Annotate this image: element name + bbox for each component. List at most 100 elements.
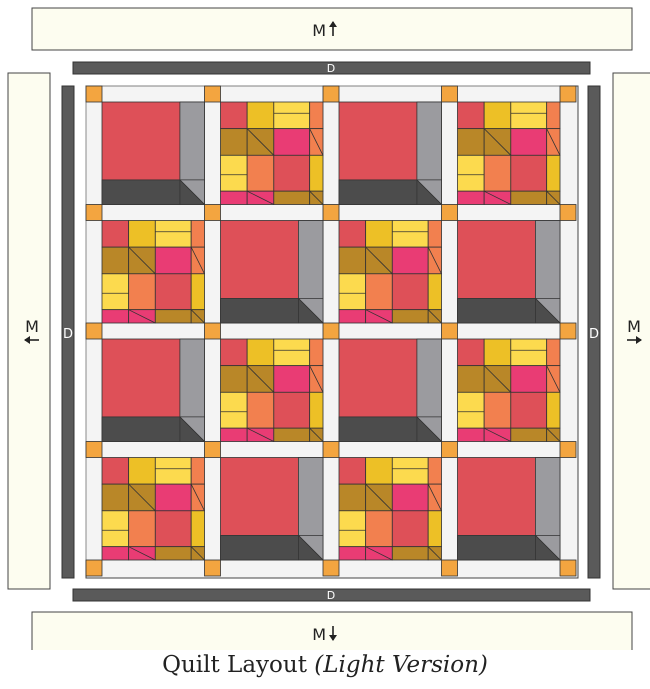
- caption: Quilt Layout (Light Version): [0, 652, 650, 678]
- corner-dark-triangle: [179, 178, 206, 205]
- right-border-label: M: [627, 317, 641, 336]
- patch: [101, 273, 130, 311]
- cornerstone: [204, 441, 221, 458]
- diagonal-seam: [365, 309, 393, 324]
- block-b: [457, 338, 561, 442]
- cornerstone: [204, 85, 221, 103]
- charcoal-strip: [101, 416, 181, 442]
- patch: [273, 391, 311, 429]
- diagonal-seam: [246, 427, 274, 442]
- patch: [427, 510, 442, 548]
- patch: [220, 427, 248, 442]
- bottom-strip-label: D: [327, 589, 335, 602]
- cornerstone: [441, 204, 458, 221]
- patch: [101, 309, 130, 324]
- block-b: [220, 338, 324, 442]
- gray-strip: [179, 101, 205, 181]
- diagonal-seam: [246, 128, 275, 156]
- charcoal-strip: [457, 297, 536, 324]
- top-strip: D: [72, 61, 591, 75]
- cornerstone: [322, 441, 340, 458]
- patch: [338, 546, 367, 561]
- patch: [338, 220, 367, 248]
- patch: [338, 510, 367, 548]
- arrow-down-icon: [329, 626, 337, 641]
- cornerstone: [441, 559, 458, 577]
- diagonal-seam: [427, 309, 442, 324]
- patch: [510, 128, 548, 156]
- patch: [338, 457, 367, 485]
- diagonal-seam: [246, 190, 274, 205]
- patch: [154, 309, 192, 324]
- patch: [483, 101, 512, 130]
- patch: [220, 391, 248, 429]
- patch: [190, 457, 205, 485]
- arrow-right-icon: [627, 336, 642, 344]
- patch: [190, 510, 205, 548]
- right-strip-label: D: [589, 327, 599, 342]
- left-strip: D: [61, 85, 75, 579]
- gray-strip: [297, 457, 324, 536]
- patch: [391, 246, 429, 275]
- diagonal-seam: [546, 427, 561, 442]
- left-border-label: M: [25, 317, 39, 336]
- cornerstone: [85, 322, 103, 340]
- patch: [457, 338, 485, 367]
- patch: [457, 365, 485, 393]
- corner-dark-triangle: [297, 534, 324, 561]
- patch: [457, 190, 485, 205]
- cornerstone: [85, 559, 103, 577]
- patch: [309, 101, 324, 130]
- patch: [220, 365, 248, 393]
- diagonal-seam: [246, 365, 275, 393]
- diagonal-seam: [483, 190, 511, 205]
- patch: [457, 101, 485, 130]
- patch: [510, 154, 548, 192]
- patch: [220, 190, 248, 205]
- diagonal-seam: [483, 365, 512, 393]
- patch: [365, 510, 393, 548]
- gray-strip: [297, 220, 324, 299]
- patch: [101, 246, 130, 275]
- cornerstone: [441, 85, 458, 103]
- diagonal-seam: [365, 246, 393, 275]
- diagonal-seam: [427, 546, 442, 561]
- patch: [246, 101, 275, 130]
- cornerstone: [204, 204, 221, 221]
- patch: [510, 365, 548, 393]
- patch: [510, 427, 548, 442]
- cornerstone: [85, 85, 103, 103]
- top-border: M: [31, 7, 633, 51]
- charcoal-strip: [457, 535, 536, 561]
- patch: [154, 457, 192, 485]
- patch: [273, 427, 311, 442]
- patch: [246, 154, 275, 192]
- patch: [391, 309, 429, 324]
- patch: [338, 273, 367, 311]
- patch: [338, 483, 367, 512]
- gray-strip: [179, 338, 205, 418]
- block-a: [220, 457, 324, 561]
- patch: [190, 273, 205, 311]
- patch: [546, 154, 561, 192]
- patch: [273, 338, 311, 367]
- block-a: [101, 101, 206, 206]
- patch: [154, 546, 192, 561]
- gray-strip: [535, 220, 561, 299]
- patch: [546, 338, 561, 367]
- quilt-layout-diagram: M M M M D D: [7, 7, 650, 650]
- top-strip-label: D: [327, 62, 335, 75]
- caption-paren: (Light Version): [314, 652, 488, 678]
- patch: [309, 154, 324, 192]
- charcoal-strip: [220, 535, 299, 561]
- block-b: [338, 220, 442, 324]
- diagonal-seam: [365, 483, 393, 512]
- patch: [546, 101, 561, 130]
- corner-dark-triangle: [416, 178, 443, 205]
- patch: [510, 190, 548, 205]
- patch: [391, 483, 429, 512]
- corner-dark-triangle: [179, 415, 206, 442]
- left-strip-label: D: [63, 327, 73, 342]
- cornerstones: [85, 85, 577, 577]
- arrow-up-icon: [329, 21, 337, 36]
